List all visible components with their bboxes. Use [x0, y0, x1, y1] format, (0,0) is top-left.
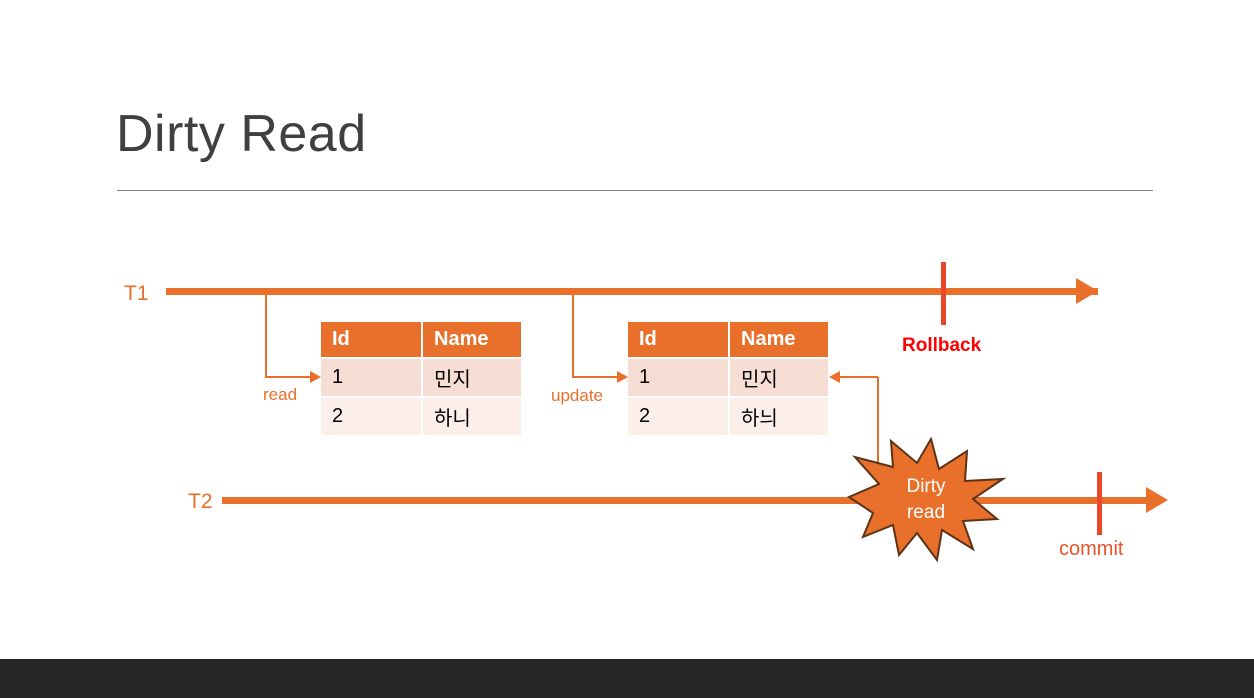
cell-name: 민지 — [728, 359, 828, 396]
read-connector-horizontal — [265, 376, 315, 378]
table-row: 2 하니 — [321, 398, 521, 435]
table-header-cell-id: Id — [332, 328, 350, 350]
update-connector-horizontal — [572, 376, 622, 378]
table-after-update: Id Name 1 민지 2 하늬 — [628, 322, 828, 435]
table-header-cell-name: Name — [421, 322, 521, 357]
table-header-cell-id: Id — [639, 328, 657, 350]
page-title: Dirty Read — [116, 105, 367, 163]
cell-name: 하늬 — [728, 398, 828, 435]
timeline-label-t1: T1 — [124, 282, 149, 305]
table-header-row: Id Name — [321, 322, 521, 357]
dirtyread-connector-vertical — [877, 377, 879, 487]
table-row: 1 민지 — [628, 359, 828, 396]
table-row: 2 하늬 — [628, 398, 828, 435]
read-connector-vertical — [265, 291, 267, 377]
operation-label-read: read — [263, 385, 298, 404]
table-before-update: Id Name 1 민지 2 하니 — [321, 322, 521, 435]
update-connector-vertical — [572, 291, 574, 377]
cell-id: 2 — [332, 405, 344, 427]
timeline-line-t1 — [166, 288, 1098, 295]
table-row: 1 민지 — [321, 359, 521, 396]
timeline-line-t2 — [222, 497, 1146, 504]
operation-label-update: update — [551, 386, 603, 405]
cell-name: 민지 — [421, 359, 521, 396]
rollback-label: Rollback — [902, 335, 982, 356]
table-header-row: Id Name — [628, 322, 828, 357]
table-header-cell-name: Name — [728, 322, 828, 357]
timeline-label-t2: T2 — [188, 490, 213, 513]
read-arrowhead-icon — [310, 371, 321, 383]
timeline-arrowhead-t1 — [1076, 278, 1098, 304]
cell-name: 하니 — [421, 398, 521, 435]
title-divider — [117, 190, 1153, 191]
commit-label: commit — [1059, 538, 1124, 560]
dirty-read-burst-icon — [846, 437, 1007, 562]
update-arrowhead-icon — [617, 371, 628, 383]
dirtyread-connector-horizontal — [840, 376, 878, 378]
cell-id: 2 — [639, 405, 651, 427]
cell-id: 1 — [639, 366, 651, 388]
cell-id: 1 — [332, 366, 344, 388]
footer-bar — [0, 659, 1254, 698]
rollback-tick — [941, 262, 946, 325]
dirtyread-arrowhead-icon — [829, 371, 840, 383]
timeline-arrowhead-t2 — [1146, 487, 1168, 513]
commit-tick — [1097, 472, 1102, 535]
